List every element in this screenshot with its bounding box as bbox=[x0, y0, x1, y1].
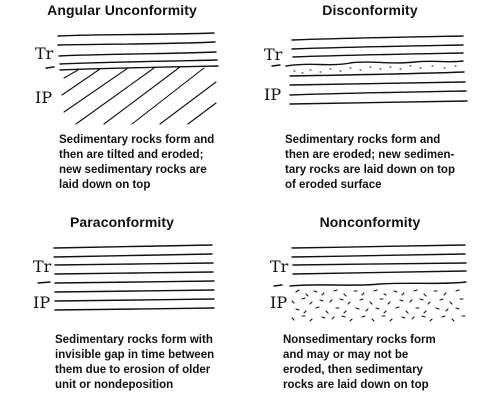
pennsylvanian-label: IP bbox=[33, 293, 50, 312]
panel-caption: Sedimentary rocks form with invisible ga… bbox=[55, 334, 215, 391]
triassic-label: Tr bbox=[35, 44, 54, 63]
pennsylvanian-label: IP bbox=[270, 293, 287, 312]
pennsylvanian-label: IP bbox=[264, 85, 281, 104]
panel-caption: Sedimentary rocks form and then are erod… bbox=[285, 134, 455, 191]
panel-title: Paraconformity bbox=[69, 214, 175, 230]
panel-title: Disconformity bbox=[322, 2, 418, 18]
triassic-label: Tr bbox=[33, 257, 52, 276]
panel-title: Angular Unconformity bbox=[47, 2, 197, 18]
panel-caption: Nonsedimentary rocks form and may or may… bbox=[283, 334, 436, 391]
paraconformity-sketch: Tr IP bbox=[33, 244, 215, 312]
nonconformity-panel: Nonconformity Tr IP Nonsedimentary rocks… bbox=[250, 208, 490, 403]
angular-unconformity-sketch: Tr IP bbox=[35, 32, 219, 125]
panel-title: Nonconformity bbox=[319, 214, 421, 230]
paraconformity-panel: Paraconformity Tr IP Sedimentary rocks f… bbox=[2, 208, 242, 403]
disconformity-panel: Disconformity Tr IP Sedimentary rocks fo… bbox=[250, 0, 490, 195]
nonconformity-sketch: Tr IP bbox=[270, 244, 467, 322]
pennsylvanian-label: IP bbox=[35, 88, 52, 107]
disconformity-sketch: Tr IP bbox=[264, 35, 468, 105]
triassic-label: Tr bbox=[264, 45, 283, 64]
angular-unconformity-panel: Angular Unconformity Tr IP Sedimentary r… bbox=[2, 0, 242, 195]
panel-caption: Sedimentary rocks form and then are tilt… bbox=[59, 134, 215, 191]
triassic-label: Tr bbox=[270, 257, 289, 276]
